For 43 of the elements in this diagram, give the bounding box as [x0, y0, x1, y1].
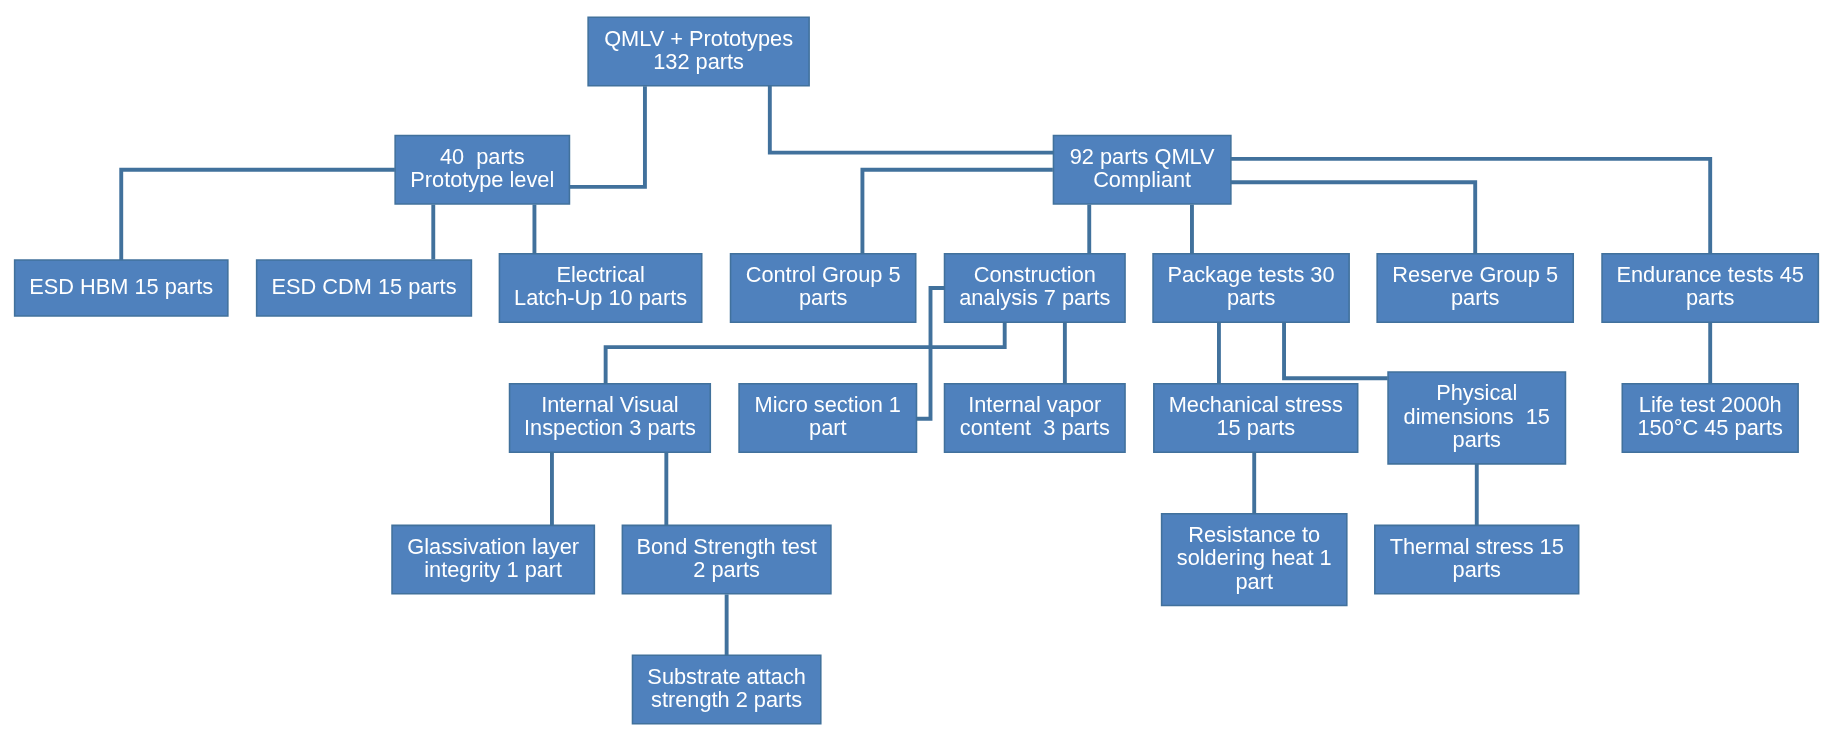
- connector: [664, 452, 669, 526]
- node-box: Life test 2000h 150°C 45 parts: [1621, 382, 1799, 453]
- node-box: 40 parts Prototype level: [394, 134, 571, 205]
- connector: [1230, 156, 1713, 254]
- node-box: Internal Visual Inspection 3 parts: [508, 382, 712, 453]
- node-box: ESD CDM 15 parts: [255, 259, 473, 317]
- connector: [532, 204, 537, 254]
- connector: [1231, 180, 1478, 254]
- connector: [724, 594, 729, 656]
- connector: [431, 204, 436, 260]
- connector: [1252, 452, 1257, 514]
- connector: [860, 167, 1053, 254]
- node-box: Thermal stress 15 parts: [1374, 524, 1580, 595]
- node-box: Bond Strength test 2 parts: [621, 524, 832, 595]
- node-box: Construction analysis 7 parts: [943, 253, 1126, 324]
- node-box: Endurance tests 45 parts: [1601, 253, 1820, 324]
- node-box: Electrical Latch-Up 10 parts: [498, 253, 703, 324]
- node-box: Control Group 5 parts: [729, 253, 917, 324]
- connector: [916, 286, 945, 421]
- node-box: 92 parts QMLV Compliant: [1052, 134, 1232, 205]
- node-box: Resistance to soldering heat 1 part: [1160, 512, 1348, 607]
- node-box: ESD HBM 15 parts: [13, 259, 229, 317]
- connector: [119, 167, 395, 260]
- node-box: Mechanical stress 15 parts: [1153, 382, 1359, 453]
- node-box: Micro section 1 part: [738, 382, 918, 453]
- connector: [1708, 322, 1713, 384]
- connector: [1217, 322, 1221, 384]
- connector: [569, 86, 647, 189]
- node-box: Physical dimensions 15 parts: [1387, 371, 1567, 465]
- connector: [1474, 463, 1479, 526]
- node-box: Internal vapor content 3 parts: [943, 382, 1126, 453]
- connector: [1190, 204, 1194, 254]
- connector: [603, 322, 1007, 384]
- node-box: Substrate attach strength 2 parts: [631, 654, 822, 725]
- connector: [1282, 322, 1388, 381]
- connector: [767, 85, 1054, 155]
- connector: [1062, 322, 1067, 384]
- connector: [1087, 204, 1092, 254]
- node-box: Package tests 30 parts: [1152, 253, 1350, 324]
- node-box: QMLV + Prototypes 132 parts: [587, 16, 810, 87]
- node-box: Reserve Group 5 parts: [1376, 253, 1575, 324]
- node-box: Glassivation layer integrity 1 part: [391, 524, 596, 595]
- connector: [550, 452, 554, 526]
